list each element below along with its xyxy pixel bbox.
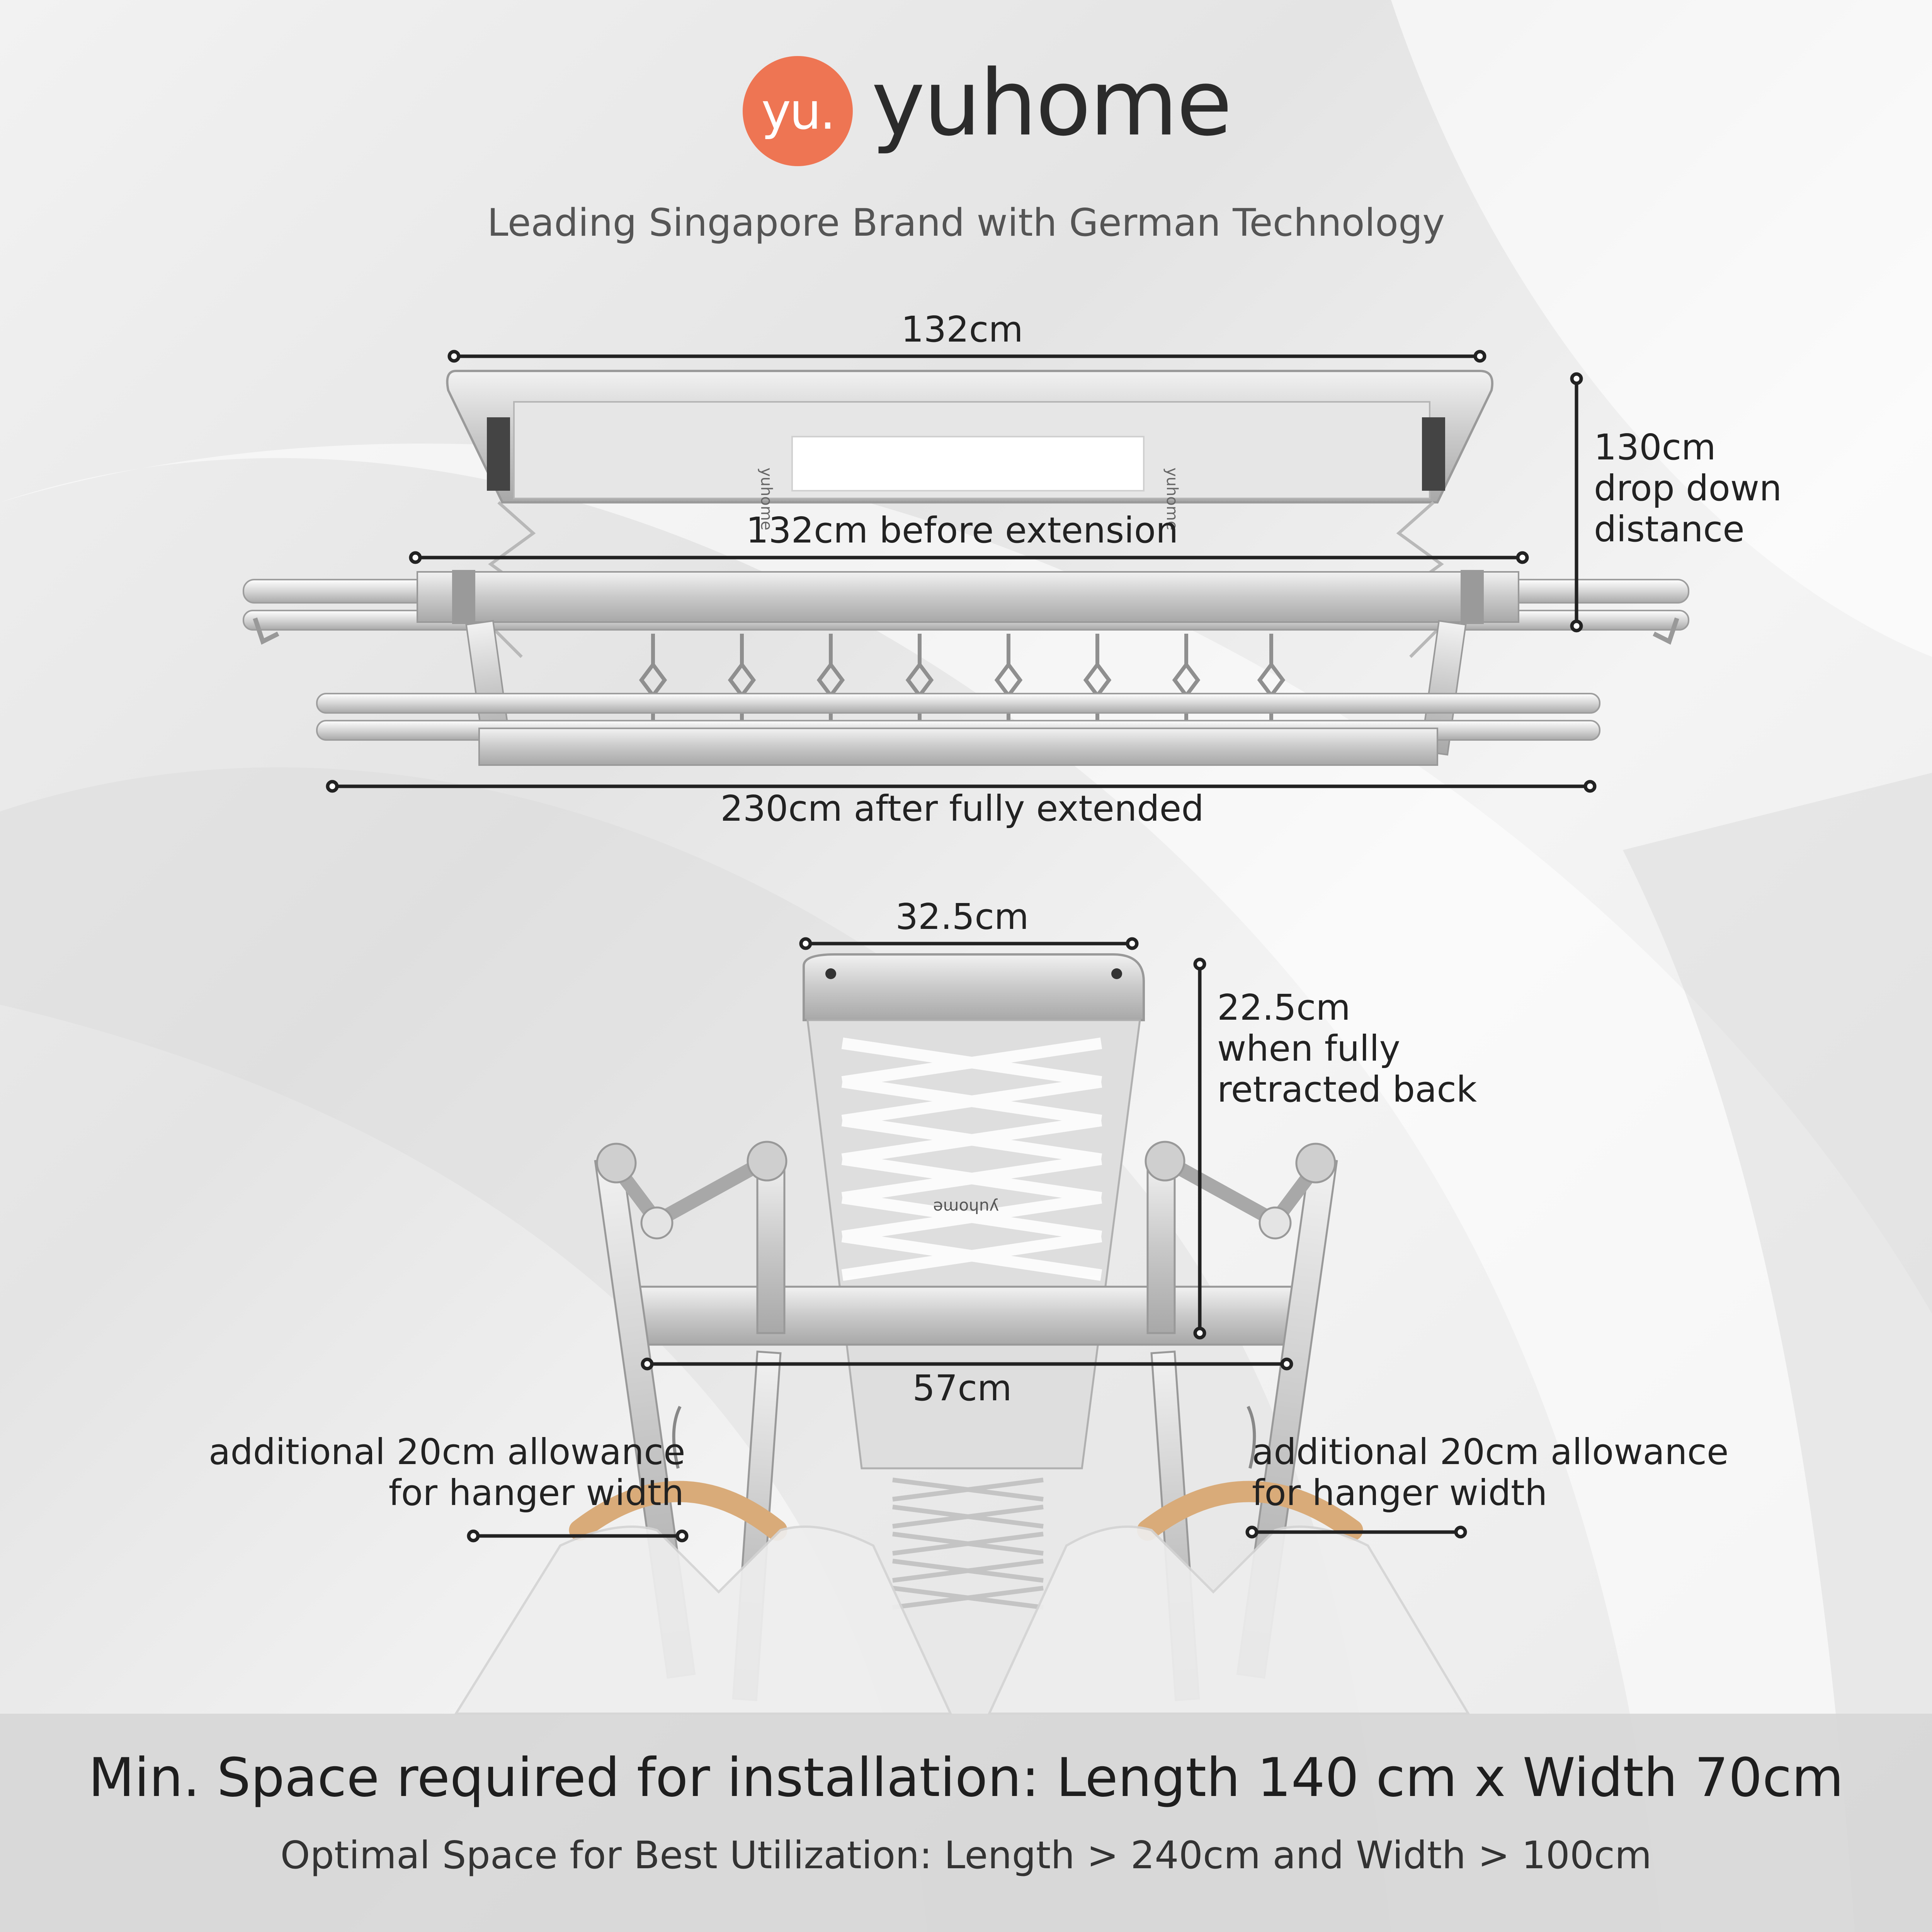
upper-rods [243,570,1689,645]
dim-drop-down-line-2: drop down [1594,467,1782,509]
scissor-lattice [841,1037,1102,1281]
dim-drop-down-line-1: 130cm [1594,427,1716,468]
dim-retracted-line-2: when fully [1217,1027,1400,1069]
lower-rods [316,693,1600,766]
dim-left-allowance-line-1: additional 20cm allowance [209,1431,685,1473]
dim-right-allowance-line-1: additional 20cm allowance [1252,1431,1729,1473]
dim-left-allowance-line-2: for hanger width [388,1472,684,1514]
ceiling-unit: yuhome yuhome [446,370,1493,530]
product-mark-left: yuhome [757,468,775,530]
dim-left-allowance: additional 20cm allowance for hanger wid… [209,1431,685,1514]
product-mark-right: yuhome [1163,468,1181,530]
dim-retracted: 22.5cm when fully retracted back [1217,987,1477,1110]
footer-band [0,1714,1932,1932]
led-light-panel [791,436,1145,492]
brand-tagline: Leading Singapore Brand with German Tech… [487,201,1445,245]
brand-name: yuhome [871,51,1232,156]
dim-retracted-line-3: retracted back [1217,1068,1477,1110]
dim-after-extended: 230cm after fully extended [720,788,1204,829]
dim-right-allowance: additional 20cm allowance for hanger wid… [1252,1432,1793,1514]
brand-logo-mark: yu. [761,82,836,141]
dim-32-5cm: 32.5cm [895,896,1029,937]
dim-right-allowance-line-2: for hanger width [1252,1472,1548,1514]
dim-before-extension: 132cm before extension [746,510,1179,551]
brand-logo-badge: yu. [743,56,853,166]
product-mark-side: yuhome [933,1198,999,1217]
dim-132cm-width: 132cm [901,309,1023,350]
dim-drop-down-line-3: distance [1594,508,1745,550]
dim-retracted-line-1: 22.5cm [1217,987,1351,1028]
motor-vent-right [1422,417,1445,491]
motor-vent-left [487,417,510,491]
dim-drop-down-distance: 130cm drop down distance [1594,427,1782,549]
dimension-lines-top [326,350,1597,793]
min-space-text: Min. Space required for installation: Le… [88,1747,1844,1809]
dimension-lines-side [467,937,1467,1543]
dim-57cm: 57cm [912,1367,1012,1409]
wooden-hangers [569,1406,1363,1541]
optimal-space-text: Optimal Space for Best Utilization: Leng… [280,1833,1652,1878]
shirts [454,1526,1471,1715]
